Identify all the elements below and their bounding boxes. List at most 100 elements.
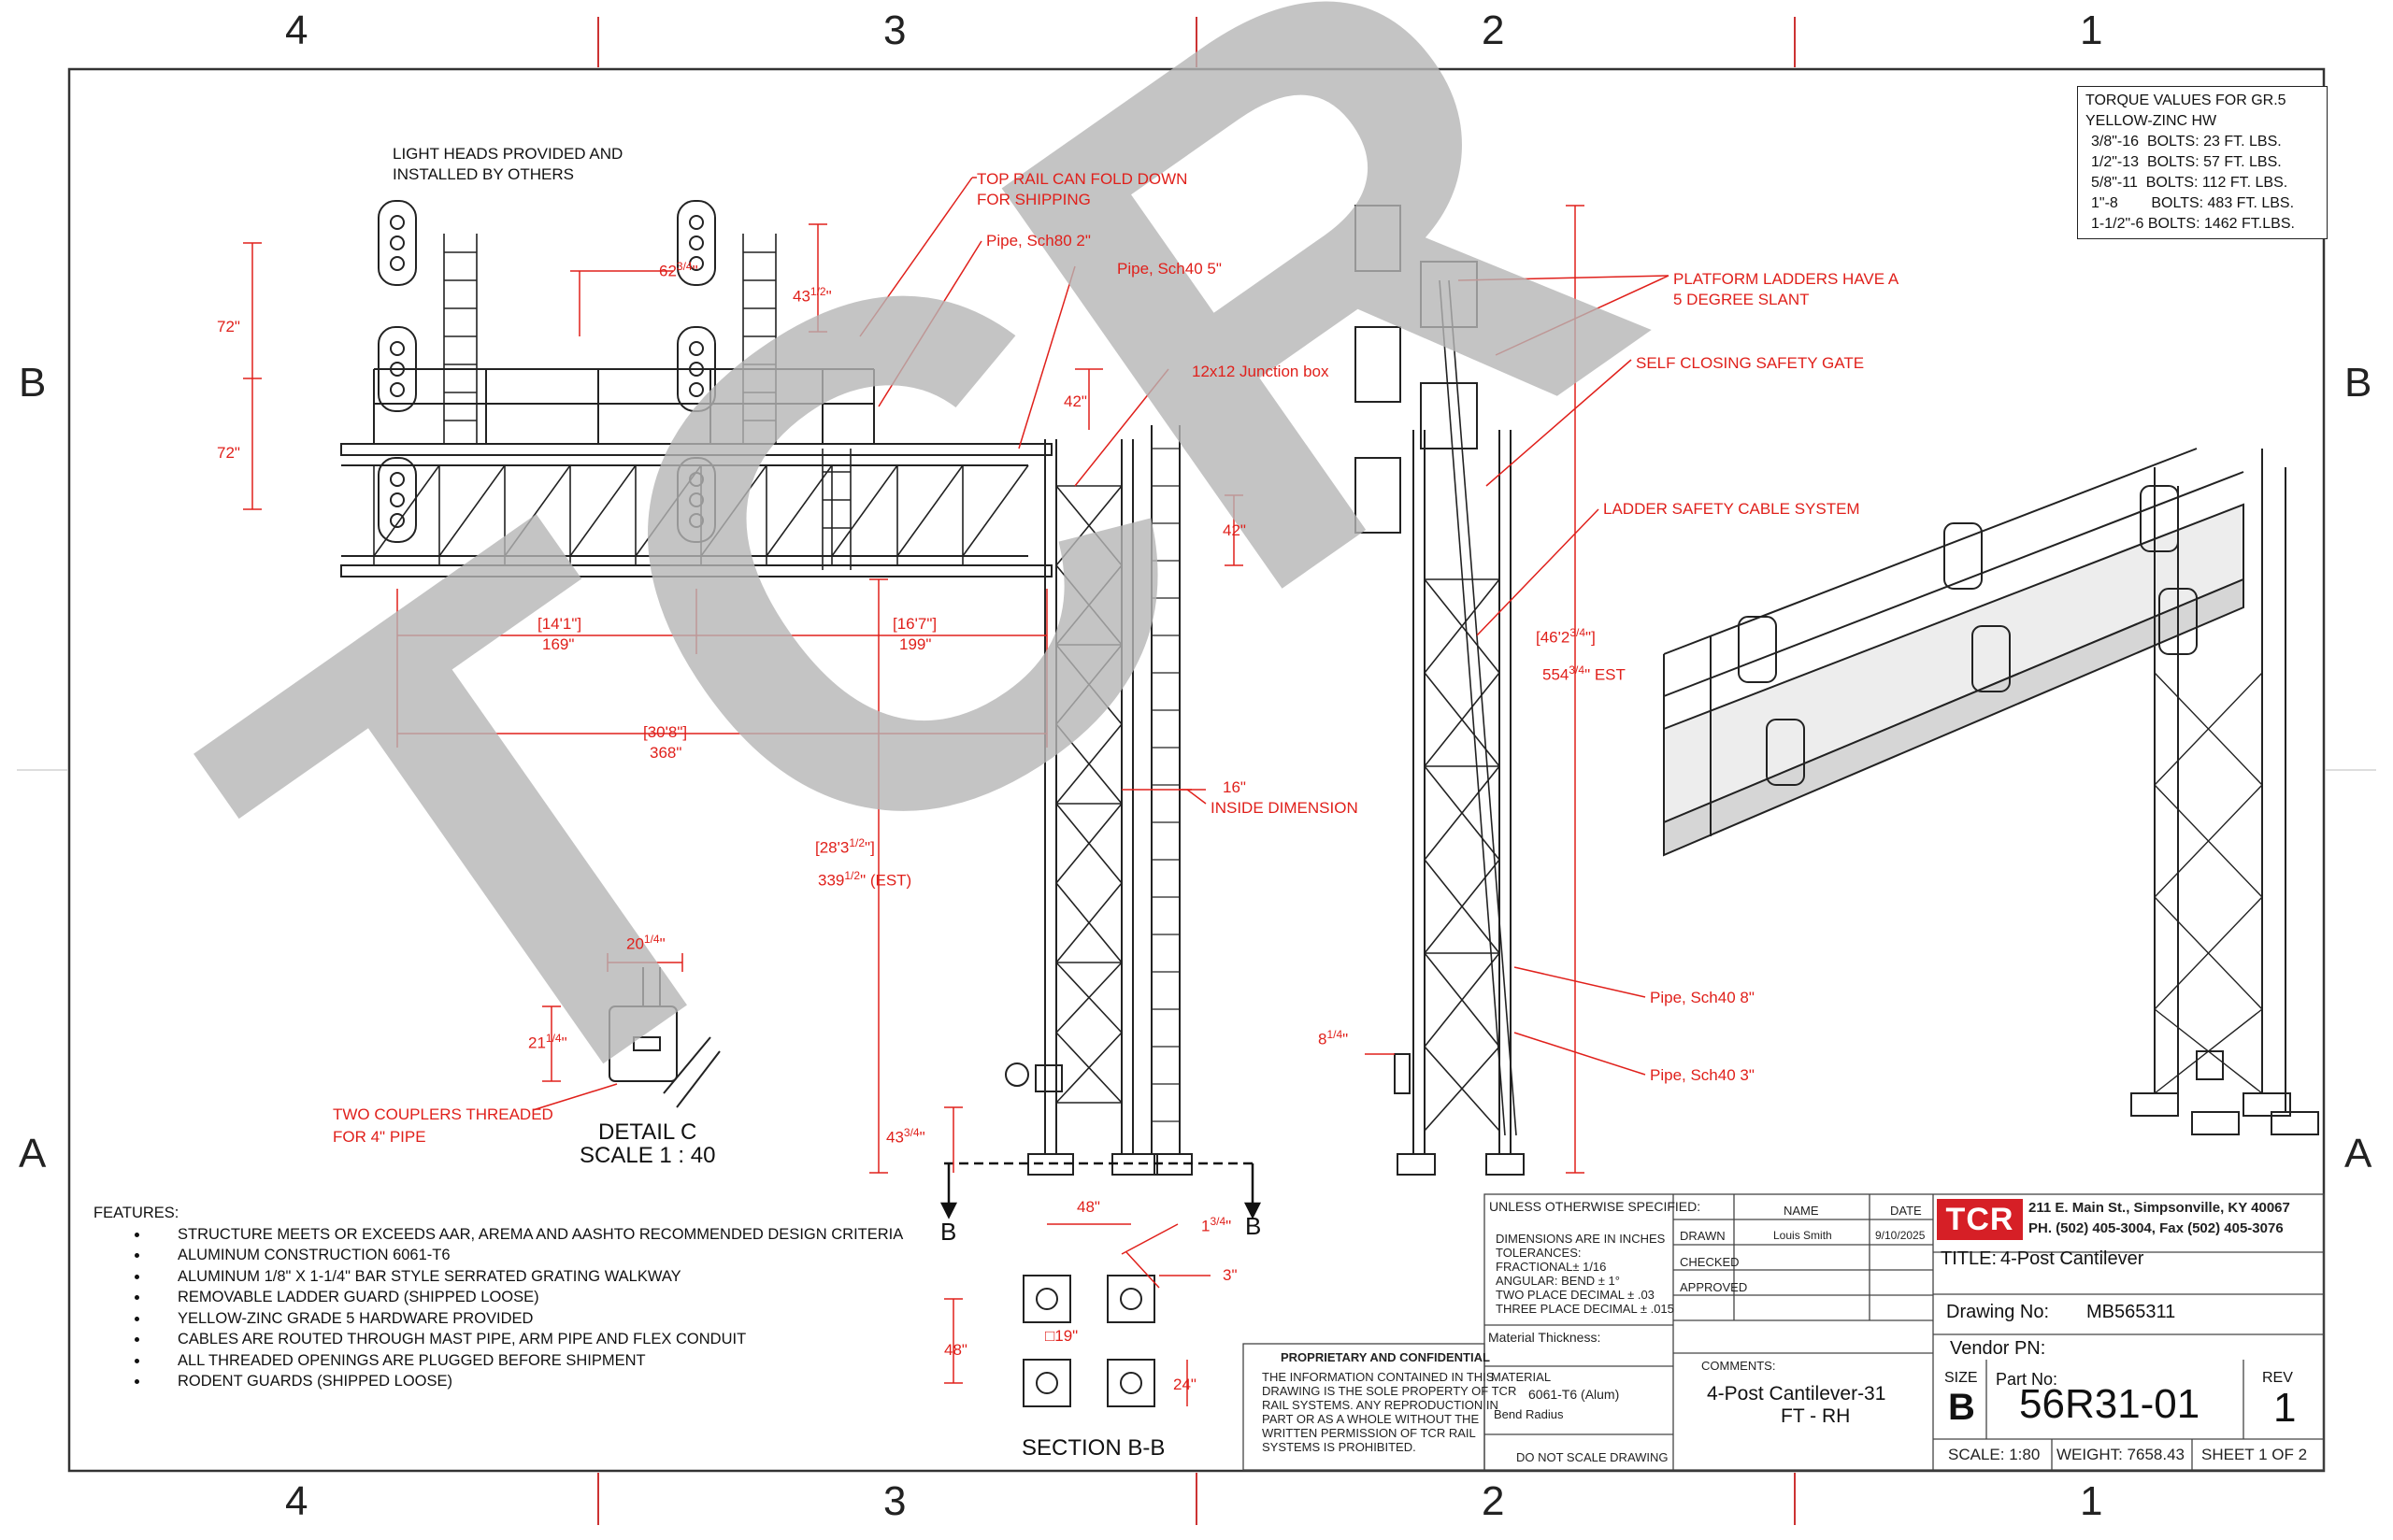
dim-199: 199" bbox=[899, 635, 932, 653]
unless-specified: UNLESS OTHERWISE SPECIFIED: bbox=[1489, 1199, 1701, 1214]
zone-top-1: 1 bbox=[2080, 7, 2103, 53]
company-phone: PH. (502) 405-3004, Fax (502) 405-3076 bbox=[2028, 1220, 2284, 1236]
dim-20-14: 201/4" bbox=[626, 933, 666, 953]
dim-48-horizontal: 48" bbox=[1077, 1198, 1100, 1216]
feature-item: RODENT GUARDS (SHIPPED LOOSE) bbox=[150, 1371, 903, 1392]
feature-item: CABLES ARE ROUTED THROUGH MAST PIPE, ARM… bbox=[150, 1329, 903, 1350]
top-rail-note-2: FOR SHIPPING bbox=[977, 191, 1091, 208]
size-label: SIZE bbox=[1944, 1370, 1978, 1386]
drawn-date: 9/10/2025 bbox=[1875, 1229, 1926, 1242]
dim-8-14: 81/4" bbox=[1318, 1028, 1349, 1048]
feature-item: ALUMINUM CONSTRUCTION 6061-T6 bbox=[150, 1245, 903, 1266]
sheet-border bbox=[67, 67, 2326, 1473]
dim-46-2: [46'23/4"] bbox=[1536, 626, 1596, 647]
feature-item: STRUCTURE MEETS OR EXCEEDS AAR, AREMA AN… bbox=[150, 1224, 903, 1246]
self-closing-gate-label: SELF CLOSING SAFETY GATE bbox=[1636, 354, 1865, 372]
dim-42-top: 42" bbox=[1064, 392, 1087, 410]
section-mark-left: B bbox=[940, 1218, 957, 1246]
inside-dimension-value: 16" bbox=[1223, 778, 1246, 796]
checked-label: CHECKED bbox=[1680, 1255, 1740, 1269]
light-heads-note-2: INSTALLED BY OTHERS bbox=[393, 165, 574, 183]
proprietary-line: RAIL SYSTEMS. ANY REPRODUCTION IN bbox=[1262, 1398, 1498, 1412]
torque-row: 3/8"-16 BOLTS: 23 FT. LBS. bbox=[2091, 134, 2282, 150]
material-value: 6061-T6 (Alum) bbox=[1528, 1387, 1620, 1402]
detail-c-scale: SCALE 1 : 40 bbox=[580, 1143, 716, 1168]
rev-value: 1 bbox=[2273, 1385, 2297, 1431]
zone-right-b: B bbox=[2344, 360, 2372, 406]
proprietary-title: PROPRIETARY AND CONFIDENTIAL bbox=[1281, 1350, 1490, 1364]
feature-item: ALUMINUM 1/8" X 1-1/4" BAR STYLE SERRATE… bbox=[150, 1266, 903, 1288]
proprietary-line: DRAWING IS THE SOLE PROPERTY OF TCR bbox=[1262, 1384, 1517, 1398]
inside-dimension-label: INSIDE DIMENSION bbox=[1211, 799, 1358, 817]
pipe-sch40-5-label: Pipe, Sch40 5" bbox=[1117, 260, 1222, 278]
section-bb bbox=[1023, 1275, 1155, 1407]
side-elevation bbox=[1354, 205, 1525, 1176]
dim-42-mid: 42" bbox=[1223, 521, 1246, 539]
signal-heads bbox=[378, 200, 716, 543]
zone-right-a: A bbox=[2344, 1131, 2372, 1176]
tcr-logo: TCR bbox=[1937, 1199, 2023, 1240]
tolerance-line: THREE PLACE DECIMAL ± .015 bbox=[1496, 1302, 1674, 1316]
proprietary-line: PART OR AS A WHOLE WITHOUT THE bbox=[1262, 1412, 1480, 1426]
proprietary-line: SYSTEMS IS PROHIBITED. bbox=[1262, 1440, 1416, 1454]
weight-value: WEIGHT: 7658.43 bbox=[2056, 1446, 2185, 1463]
part-no-label: Part No: bbox=[1996, 1370, 2058, 1389]
pipe-sch40-8-label: Pipe, Sch40 8" bbox=[1650, 989, 1755, 1006]
feature-item: ALL THREADED OPENINGS ARE PLUGGED BEFORE… bbox=[150, 1350, 903, 1372]
dim-554: 5543/4" EST bbox=[1542, 663, 1626, 684]
dim-24: 24" bbox=[1173, 1376, 1196, 1393]
proprietary-line: THE INFORMATION CONTAINED IN THIS bbox=[1262, 1370, 1495, 1384]
tolerance-line: TWO PLACE DECIMAL ± .03 bbox=[1496, 1288, 1655, 1302]
drawn-name: Louis Smith bbox=[1773, 1229, 1832, 1242]
dim-339: 3391/2" (EST) bbox=[818, 869, 912, 890]
torque-table: TORQUE VALUES FOR GR.5 YELLOW-ZINC HW 3/… bbox=[2077, 86, 2328, 239]
platform-ladders-note-2: 5 DEGREE SLANT bbox=[1673, 291, 1810, 308]
drawing-no-value: MB565311 bbox=[2086, 1302, 2176, 1322]
drawing-no-label: Drawing No: bbox=[1946, 1302, 2050, 1322]
date-header: DATE bbox=[1890, 1204, 1922, 1218]
rev-label: REV bbox=[2262, 1370, 2293, 1386]
title-block-grid bbox=[1242, 1193, 2325, 1471]
torque-title-1: TORQUE VALUES FOR GR.5 bbox=[2085, 93, 2286, 108]
tolerance-line: DIMENSIONS ARE IN INCHES bbox=[1496, 1232, 1666, 1246]
pipe-sch40-3-label: Pipe, Sch40 3" bbox=[1650, 1066, 1755, 1084]
zone-bottom-4: 4 bbox=[285, 1478, 308, 1524]
zone-bottom-3: 3 bbox=[883, 1478, 907, 1524]
junction-box-label: 12x12 Junction box bbox=[1192, 363, 1329, 380]
drawn-label: DRAWN bbox=[1680, 1229, 1726, 1243]
zone-top-2: 2 bbox=[1482, 7, 1505, 53]
section-mark-right: B bbox=[1245, 1212, 1262, 1240]
dim-368: 368" bbox=[650, 744, 682, 762]
sheet-value: SHEET 1 OF 2 bbox=[2201, 1446, 2308, 1463]
features-list: FEATURES: STRUCTURE MEETS OR EXCEEDS AAR… bbox=[93, 1203, 903, 1392]
detail-c bbox=[609, 967, 721, 1108]
title-label: TITLE: bbox=[1941, 1248, 1998, 1269]
junction-box bbox=[1035, 1064, 1063, 1092]
zone-bottom-1: 1 bbox=[2080, 1478, 2103, 1524]
vendor-pn-label: Vendor PN: bbox=[1950, 1338, 2046, 1359]
torque-title-2: YELLOW-ZINC HW bbox=[2085, 113, 2217, 129]
torque-row: 5/8"-11 BOLTS: 112 FT. LBS. bbox=[2091, 175, 2288, 191]
torque-row: 1/2"-13 BOLTS: 57 FT. LBS. bbox=[2091, 154, 2282, 170]
top-rail-note-1: TOP RAIL CAN FOLD DOWN bbox=[977, 170, 1188, 188]
dim-43: 431/2" bbox=[793, 285, 832, 306]
dim-48-vertical: 48" bbox=[944, 1341, 967, 1359]
part-no-value: 56R31-01 bbox=[2019, 1381, 2200, 1427]
pipe-sch80-2-label: Pipe, Sch80 2" bbox=[986, 232, 1091, 250]
dim-16-7: [16'7"] bbox=[893, 615, 938, 633]
tolerance-line: TOLERANCES: bbox=[1496, 1246, 1582, 1260]
dim-72-lower: 72" bbox=[217, 444, 240, 462]
dim-169: 169" bbox=[542, 635, 575, 653]
proprietary-line: WRITTEN PERMISSION OF TCR RAIL bbox=[1262, 1426, 1476, 1440]
title-value: 4-Post Cantilever bbox=[2000, 1248, 2144, 1269]
comments-line-1: 4-Post Cantilever-31 bbox=[1707, 1383, 1886, 1405]
material-label: MATERIAL bbox=[1491, 1370, 1552, 1384]
zone-top-4: 4 bbox=[285, 7, 308, 53]
bend-radius-label: Bend Radius bbox=[1494, 1407, 1564, 1421]
zone-left-a: A bbox=[19, 1131, 47, 1176]
section-bb-title: SECTION B-B bbox=[1022, 1435, 1166, 1461]
zone-ticks bbox=[597, 17, 1796, 1525]
torque-row: 1"-8 BOLTS: 483 FT. LBS. bbox=[2091, 195, 2295, 211]
isometric-view bbox=[1663, 448, 2319, 1135]
zone-bottom-2: 2 bbox=[1482, 1478, 1505, 1524]
